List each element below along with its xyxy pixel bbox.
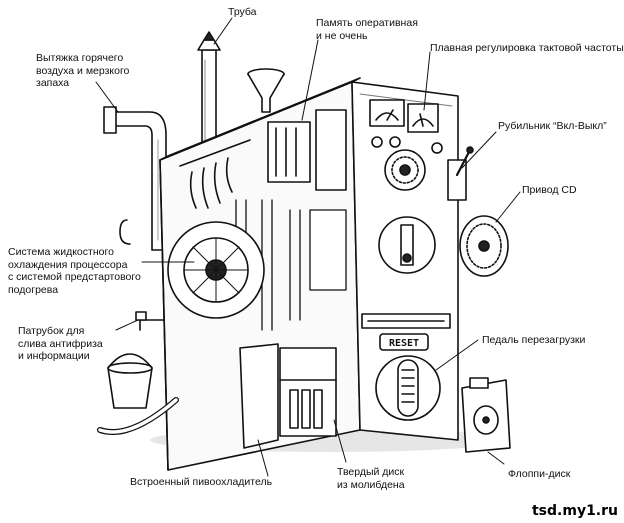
pointer-lines <box>95 17 521 477</box>
label-hdd: Твердый диск из молибдена <box>337 466 405 491</box>
reset-pedal <box>375 355 441 421</box>
label-exhaust: Вытяжка горячего воздуха и мерзкого запа… <box>36 52 130 89</box>
label-switch: Рубильник “Вкл-Выкл” <box>498 120 607 132</box>
power-switch <box>447 146 474 201</box>
label-ram: Память оперативная и не очень <box>316 17 418 42</box>
floppy-slot <box>361 313 451 329</box>
label-beer-cooler: Встроенный пивоохладитель <box>130 476 273 488</box>
label-cooling: Система жидкостного охлаждения процессор… <box>8 246 141 296</box>
label-clock: Плавная регулировка тактовой частоты <box>430 42 624 54</box>
reset-plate-text: RESET <box>389 338 419 349</box>
hanging-fish <box>179 139 251 209</box>
ram-modules <box>267 109 347 191</box>
exhaust-duct <box>103 106 167 251</box>
cd-drive <box>378 215 509 277</box>
bucket <box>107 353 153 409</box>
clock-knob <box>384 149 426 191</box>
reset-plate: RESET <box>379 333 429 351</box>
label-reset-pedal: Педаль перезагрузки <box>482 334 586 346</box>
beer-cooler <box>239 343 337 449</box>
label-floppy: Флоппи-диск <box>508 468 571 480</box>
label-drain: Патрубок для слива антифриза и информаци… <box>18 325 103 362</box>
gauges <box>369 99 443 154</box>
watermark: tsd.my1.ru <box>531 503 618 519</box>
label-cd: Привод CD <box>522 184 577 196</box>
case-top <box>159 77 361 161</box>
drain-tap <box>135 311 165 331</box>
funnel <box>247 68 285 113</box>
label-pipe: Труба <box>228 6 257 18</box>
cooling-fan <box>167 221 265 319</box>
internal-pipes <box>235 199 347 331</box>
chimney-pipe <box>197 31 221 151</box>
floppy-disk <box>461 377 511 453</box>
